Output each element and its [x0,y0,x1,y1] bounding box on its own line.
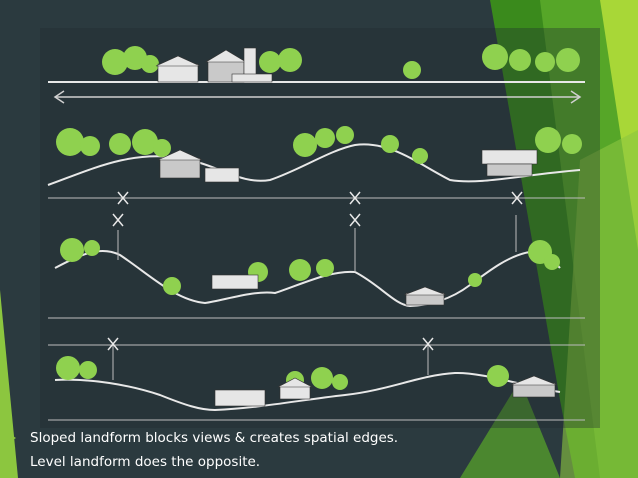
bullet-text: Level landform does the opposite. [30,454,261,470]
level-landform-sketch [48,44,585,104]
gentle-slope-sketch [48,337,585,421]
hilly-landform-sketch [47,126,585,205]
landform-illustration [40,28,600,428]
triangle-bullet-icon [8,433,16,443]
triangle-bullet-icon [8,457,16,467]
bullet-list: Sloped landform blocks views & creates s… [8,426,478,474]
bullet-item-level: Level landform does the opposite. [8,450,478,474]
ridge-valley-sketch [48,213,585,319]
bullet-text: Sloped landform blocks views & creates s… [30,430,399,446]
bullet-item-sloped: Sloped landform blocks views & creates s… [8,426,478,450]
